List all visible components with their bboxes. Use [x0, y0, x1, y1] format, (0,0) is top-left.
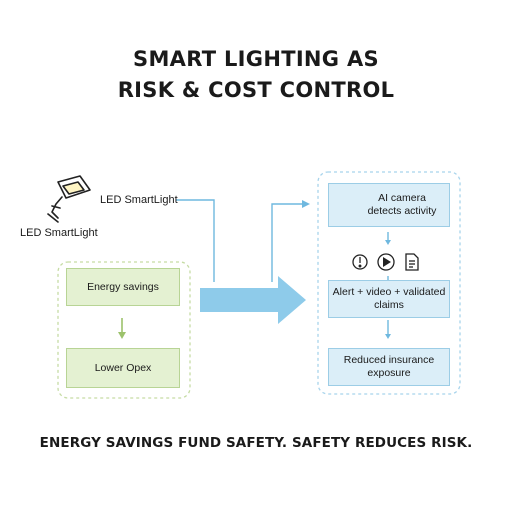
alert-icon	[352, 254, 368, 270]
big-flow-arrow	[200, 276, 306, 324]
lower-opex-label: Lower Opex	[94, 361, 152, 374]
led-street-light-icon	[47, 175, 91, 223]
left-group-border	[57, 261, 191, 399]
energy-savings-label: Energy savings	[87, 280, 159, 293]
document-icon	[405, 253, 419, 271]
ai-camera-label: AI camera detects activity	[367, 192, 437, 217]
green-step-arrow	[118, 318, 126, 339]
alert-box: Alert + video + validated claims	[328, 280, 450, 318]
alert-label: Alert + video + validated claims	[332, 286, 446, 311]
play-video-icon	[377, 253, 395, 271]
right-group-border	[317, 171, 461, 395]
step-arrowhead-1	[385, 240, 391, 245]
title-line-2: RISK & COST CONTROL	[117, 78, 395, 102]
footer-tagline: ENERGY SAVINGS FUND SAFETY. SAFETY REDUC…	[39, 435, 473, 451]
diagram-title: SMART LIGHTING AS RISK & COST CONTROL	[0, 44, 512, 106]
ai-camera-box: AI camera detects activity	[328, 183, 450, 227]
title-line-1: SMART LIGHTING AS	[133, 47, 379, 71]
connector-arrowhead	[302, 200, 310, 208]
step-arrowhead-2	[385, 334, 391, 339]
insurance-box: Reduced insurance exposure	[328, 348, 450, 386]
insurance-label: Reduced insurance exposure	[343, 354, 435, 379]
device-label-right: LED SmartLight	[100, 194, 178, 206]
lower-opex-box: Lower Opex	[66, 348, 180, 388]
connector-lines	[176, 199, 389, 334]
energy-savings-box: Energy savings	[66, 268, 180, 306]
device-label-below: LED SmartLight	[20, 227, 98, 239]
